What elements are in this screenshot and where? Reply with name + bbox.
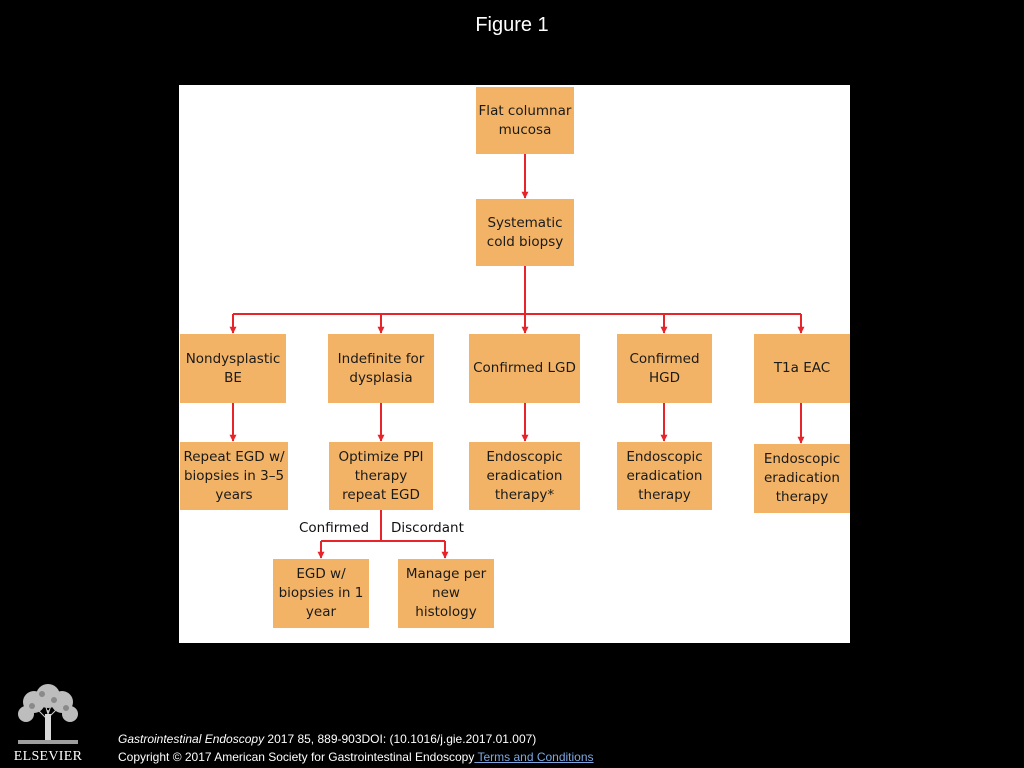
node-flat-columnar-mucosa: Flat columnar mucosa <box>476 87 574 154</box>
node-indefinite-for-dysplasia: Indefinite for dysplasia <box>328 334 434 403</box>
node-eradication-eac: Endoscopic eradication therapy <box>754 444 850 513</box>
node-confirmed-hgd: Confirmed HGD <box>617 334 712 403</box>
elsevier-wordmark: ELSEVIER <box>13 749 83 764</box>
figure-title: Figure 1 <box>475 14 549 36</box>
node-manage-new-histology: Manage per new histology <box>398 559 494 628</box>
copyright-text: Copyright © 2017 American Society for Ga… <box>118 750 475 764</box>
copyright-line: Copyright © 2017 American Society for Ga… <box>118 748 594 766</box>
citation-footer: Gastrointestinal Endoscopy 2017 85, 889-… <box>118 730 594 766</box>
elsevier-logo[interactable]: ELSEVIER <box>8 680 88 766</box>
elsevier-tree-logo-icon <box>12 680 84 746</box>
citation-line: Gastrointestinal Endoscopy 2017 85, 889-… <box>118 730 594 748</box>
terms-and-conditions-link[interactable]: Terms and Conditions <box>474 750 594 764</box>
node-repeat-egd: Repeat EGD w/ biopsies in 3–5 years <box>180 442 288 510</box>
edge-label-discordant: Discordant <box>391 520 464 536</box>
node-eradication-hgd: Endoscopic eradication therapy <box>617 442 712 510</box>
edge-label-confirmed: Confirmed <box>299 520 370 536</box>
node-egd-1-year: EGD w/ biopsies in 1 year <box>273 559 369 628</box>
journal-name: Gastrointestinal Endoscopy <box>118 732 265 746</box>
node-nondysplastic-be: Nondysplastic BE <box>180 334 286 403</box>
citation-details: 2017 85, 889-903DOI: (10.1016/j.gie.2017… <box>264 732 537 746</box>
node-t1a-eac: T1a EAC <box>754 334 850 403</box>
node-confirmed-lgd: Confirmed LGD <box>469 334 580 403</box>
node-optimize-ppi: Optimize PPI therapy repeat EGD <box>329 442 433 510</box>
node-systematic-cold-biopsy: Systematic cold biopsy <box>476 199 574 266</box>
node-eradication-lgd: Endoscopic eradication therapy* <box>469 442 580 510</box>
